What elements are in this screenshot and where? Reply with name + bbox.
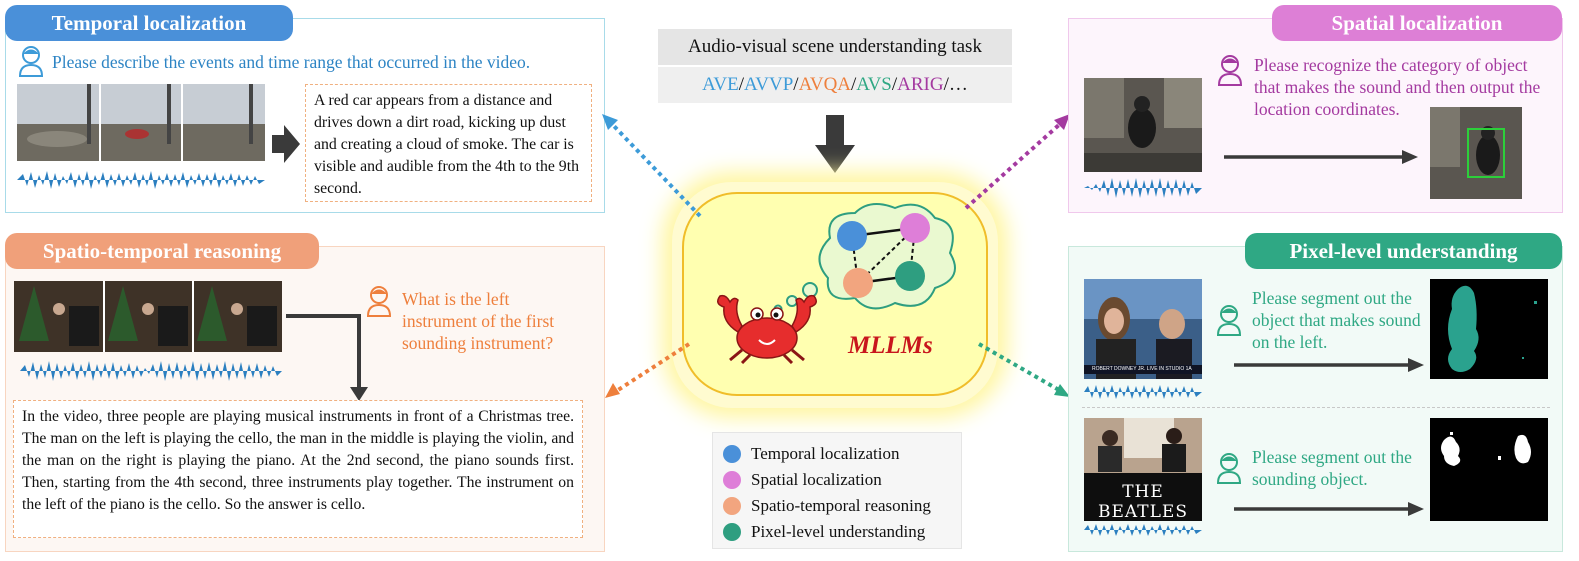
spatiotemporal-question: What is the left instrument of the first… [402,289,555,353]
legend-dot [723,497,741,515]
audio-waveform [1084,524,1202,536]
connector-arrow [286,314,368,401]
dataset-list: AVE/AVVP/AVQA/AVS/ARIG/… [658,67,1012,103]
audio-waveform [17,171,265,189]
video-frames-music [14,281,282,352]
arrow-to-temporal [602,114,702,218]
legend-dot [723,471,741,489]
legend-item: Temporal localization [723,441,961,467]
temporal-question: Please describe the events and time rang… [52,52,531,72]
arrow-right-icon [1234,502,1424,516]
pixel-question-1: Please segment out the object that makes… [1252,288,1421,352]
frame-caption: ROBERT DOWNEY JR. LIVE IN STUDIO 1A [1092,366,1192,372]
thought-cloud-icon [773,203,956,314]
legend-item: Spatial localization [723,467,961,493]
spatial-question: Please recognize the category of object … [1254,55,1541,119]
user-icon [18,46,44,77]
audio-waveform [1084,385,1202,399]
legend-dot [723,445,741,463]
video-frame-dog [1084,78,1202,172]
divider [1082,407,1550,408]
arrow-to-spatial [964,114,1070,210]
video-frame-beatles: THE BEATLES [1084,418,1202,521]
dataset-avvp: AVVP [744,74,794,95]
dataset-avs: AVS [856,74,892,95]
audio-waveform [20,361,282,381]
audio-waveform [1084,178,1202,198]
segmentation-mask-1 [1430,279,1548,379]
user-icon [366,286,392,317]
legend-item: Spatio-temporal reasoning [723,493,961,519]
task-header-title: Audio-visual scene understanding task [658,29,1012,65]
spatiotemporal-answer: In the video, three people are playing m… [13,400,583,538]
mllm-label: MLLMs [848,332,933,359]
dataset-avqa: AVQA [798,74,852,95]
temporal-answer: A red car appears from a distance and dr… [305,84,592,202]
arrow-to-pixel [978,342,1070,397]
segmentation-mask-2 [1430,418,1548,521]
arrow-to-spatiotemporal [605,342,691,398]
frame-caption: THE BEATLES [1098,482,1188,521]
legend: Temporal localization Spatial localizati… [712,432,962,549]
video-frame-interview: ROBERT DOWNEY JR. LIVE IN STUDIO 1A [1084,279,1202,379]
pixel-question-2: Please segment out the sounding object. [1252,447,1412,489]
arrow-down-icon [815,115,855,173]
pixel-panel-title: Pixel-level understanding [1245,233,1562,269]
arrow-right-icon [272,125,300,163]
crab-icon [717,294,817,364]
legend-dot [723,523,741,541]
dataset-arig: ARIG [897,74,944,95]
user-icon [1216,305,1242,336]
user-icon [1217,55,1243,86]
spatial-panel-title: Spatial localization [1272,5,1562,41]
user-icon [1216,453,1242,484]
arrow-right-icon [1234,358,1424,372]
dataset-ave: AVE [702,74,739,95]
result-frame-dog [1430,107,1522,199]
video-frames-car [17,84,265,161]
arrow-right-icon [1224,150,1418,164]
legend-item: Pixel-level understanding [723,519,961,545]
spatiotemporal-panel-title: Spatio-temporal reasoning [5,233,319,269]
temporal-panel-title: Temporal localization [5,5,293,41]
